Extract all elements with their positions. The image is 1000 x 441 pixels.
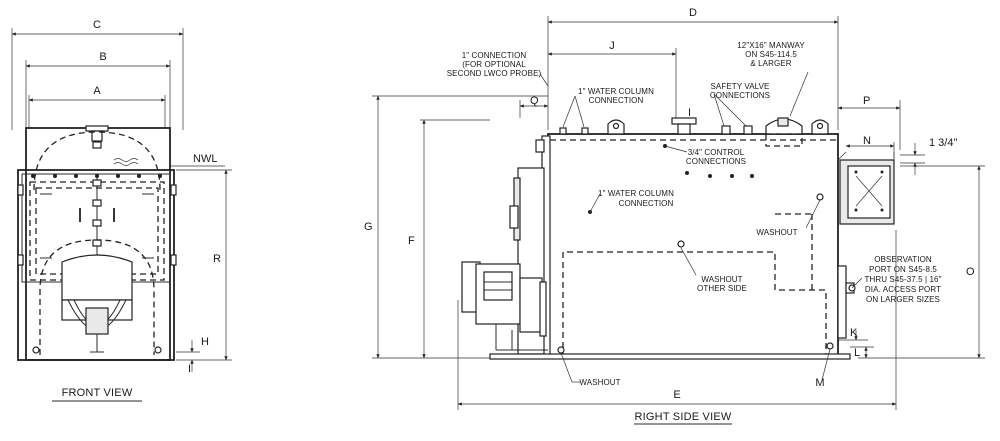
callout-connection-line3: SECOND LWCO PROBE) [447,69,542,78]
dim-i-label: I [188,363,191,375]
callout-observation-line1: OBSERVATION [874,255,932,264]
callout-connection-line2: (FOR OPTIONAL [462,60,526,69]
callout-observation-line5: ON LARGER SIZES [866,295,940,304]
dim-k-label: K [850,327,858,339]
dim-e-label: E [673,389,680,401]
dim-p-label: P [863,95,870,107]
dim-m-label: M [815,377,824,389]
dim-c-label: C [93,19,101,31]
callout-manway-line3: & LARGER [750,59,791,68]
dim-q-label: Q [530,95,539,107]
callout-observation-line4: DIA. ACCESS PORT [865,285,941,294]
dim-g-label: G [364,221,373,233]
dim-d-label: D [689,7,697,19]
callout-washout-bottom: WASHOUT [579,378,620,387]
callout-manway-line2: ON S45-114.5 [745,50,797,59]
callout-manway-line1: 12"X16" MANWAY [737,41,805,50]
callout-water-column-mid-line1: 1" WATER COLUMN [598,189,674,198]
callout-control-line1: 3/4" CONTROL [688,148,745,157]
nwl-label: NWL [193,153,217,165]
callout-washout-right: WASHOUT [756,228,797,237]
callout-water-column-top-line1: 1" WATER COLUMN [578,87,654,96]
front-view: C B A [11,19,232,402]
front-view-title: FRONT VIEW [62,387,133,399]
dim-i-side-label: I [688,107,691,119]
callout-observation-line3: THRU S45-37.5 | 16" [864,275,941,284]
dim-h-label: H [201,336,209,348]
dim-f-label: F [408,235,415,247]
callout-observation-line2: PORT ON S45-8.5 [869,265,937,274]
dim-a-label: A [93,85,101,97]
dim-r-label: R [213,253,221,265]
right-side-view: D J Q I P N 1 3/4" G F [364,7,985,425]
callout-safety-valve-line2: CONNECTIONS [710,91,770,100]
callout-connection-line1: 1" CONNECTION [462,51,527,60]
dim-l-label: L [854,347,860,359]
callout-safety-valve-line1: SAFETY VALVE [710,82,769,91]
callout-water-column-mid-line2: CONNECTION [619,199,674,208]
dim-b-label: B [99,51,106,63]
dim-o-label: O [966,266,975,278]
dim-three-quarter-label: 1 3/4" [929,137,957,149]
callout-washout-other-line2: OTHER SIDE [697,284,747,293]
dim-n-label: N [863,135,871,147]
callout-washout-other-line1: WASHOUT [701,275,742,284]
right-side-view-title: RIGHT SIDE VIEW [635,411,732,423]
callout-water-column-top-line2: CONNECTION [589,96,644,105]
dim-j-label: J [609,40,615,52]
callout-control-line2: CONNECTIONS [686,157,746,166]
